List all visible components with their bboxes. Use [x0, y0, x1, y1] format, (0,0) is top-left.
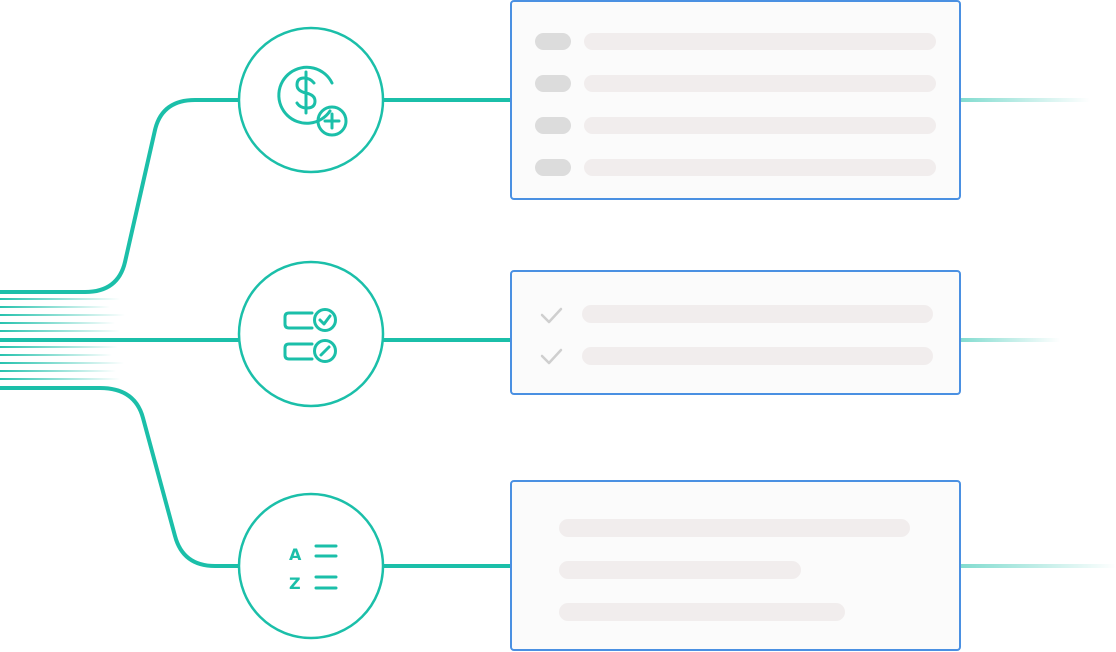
sort-letter-z: Z: [289, 574, 301, 593]
checklist-icon: [283, 308, 337, 363]
input-stream-lines: [0, 298, 125, 380]
dollar-plus-icon: [277, 65, 348, 137]
table-card[interactable]: [510, 0, 961, 200]
text-card-line: [559, 519, 910, 537]
node-validation[interactable]: [237, 260, 385, 408]
node-pricing[interactable]: [237, 26, 385, 174]
connector-top: [0, 98, 242, 294]
checklist-card[interactable]: [510, 270, 961, 395]
checklist-card-row: [540, 305, 933, 324]
text-card-line: [559, 603, 845, 621]
output-stream-lines: [960, 98, 1116, 568]
text-card[interactable]: [510, 480, 961, 651]
table-card-row: [535, 33, 936, 50]
table-card-row: [535, 117, 936, 134]
sort-az-icon: A Z: [289, 544, 338, 593]
table-card-row: [535, 75, 936, 92]
node-sorting[interactable]: A Z: [237, 492, 385, 640]
text-card-line: [559, 561, 801, 579]
branch-connectors: [0, 98, 514, 568]
check-icon: [540, 348, 563, 365]
table-card-row: [535, 159, 936, 176]
sort-letter-a: A: [289, 545, 302, 564]
check-icon: [540, 307, 563, 324]
connector-bottom: [0, 386, 242, 568]
checklist-card-row: [540, 347, 933, 365]
